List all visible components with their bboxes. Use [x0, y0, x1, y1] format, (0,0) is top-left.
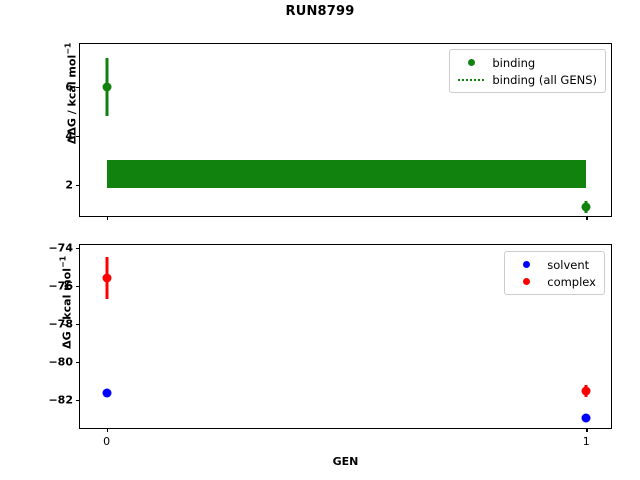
legend-item-binding-all-gens[interactable]: binding (all GENS) [456, 71, 597, 88]
bottom-yaxis-title: ΔG / kcal mol−1 [59, 232, 74, 372]
legend-item-binding[interactable]: binding [456, 54, 597, 71]
bottom-xtick-mark [106, 428, 109, 432]
bottom-ytick-label: −80 [48, 355, 73, 369]
legend-label: complex [547, 274, 596, 289]
legend-item-complex[interactable]: complex [511, 273, 596, 290]
bottom-ytick-mark [76, 323, 80, 326]
bottom-ytick-label: −78 [48, 317, 73, 331]
top-xtick-mark [106, 216, 109, 220]
dotted-line-icon [456, 73, 486, 87]
figure-title: RUN8799 [285, 4, 355, 19]
top-ytick-mark [76, 135, 80, 138]
top-yaxis-title-exponent: −1 [63, 42, 73, 55]
bottom-plot-area [80, 245, 611, 428]
bottom-yaxis-title-text: ΔG / kcal mol [60, 268, 74, 349]
filled-circle-icon [456, 56, 486, 70]
top-ytick-mark [76, 184, 80, 187]
top-ytick-label: 4 [65, 129, 73, 143]
solvent-marker-gen0 [102, 388, 112, 398]
solvent-marker-gen1 [581, 413, 591, 422]
legend-item-solvent[interactable]: solvent [511, 256, 596, 273]
binding-marker-gen0 [102, 82, 112, 92]
top-ytick-label: 6 [65, 80, 73, 94]
complex-marker-gen1 [581, 386, 591, 396]
bottom-ytick-mark [76, 285, 80, 288]
bottom-xtick-label: 0 [103, 435, 111, 448]
filled-circle-icon [511, 275, 541, 289]
top-ytick-mark [76, 86, 80, 89]
bottom-ytick-label: −82 [48, 393, 73, 407]
legend-label: solvent [547, 257, 590, 272]
bottom-ytick-mark [76, 247, 80, 250]
legend-label: binding [492, 55, 536, 70]
legend-label: binding (all GENS) [492, 72, 597, 87]
binding-all-gens-band [106, 160, 587, 189]
top-xtick-mark [586, 216, 588, 220]
bottom-ytick-label: −74 [48, 241, 73, 255]
bottom-xtick-label: 1 [582, 435, 590, 448]
bottom-panel-legend[interactable]: solvent complex [504, 251, 605, 295]
xaxis-title: GEN [332, 455, 359, 468]
bottom-ytick-mark [76, 361, 80, 364]
bottom-yaxis-title-exponent: −1 [58, 255, 68, 269]
top-yaxis-title-text: ΔΔG / kcal mol [65, 54, 79, 145]
bottom-ytick-label: −76 [48, 279, 73, 293]
top-plot-area [80, 44, 611, 216]
binding-marker-gen1 [581, 202, 591, 212]
bottom-panel-axes: −74 −76 −78 −80 −82 0 1 ΔG / kcal mol−1 [48, 241, 612, 448]
bottom-ytick-mark [76, 399, 80, 402]
filled-circle-icon [511, 258, 541, 272]
top-yaxis-title: ΔΔG / kcal mol−1 [64, 33, 79, 153]
complex-marker-gen0 [102, 273, 112, 283]
top-ytick-label: 2 [65, 178, 73, 192]
bottom-xtick-mark [586, 428, 588, 432]
top-panel-legend[interactable]: binding binding (all GENS) [449, 49, 606, 93]
top-panel-axes: 6 4 2 ΔΔG / kcal mol−1 [64, 43, 612, 220]
